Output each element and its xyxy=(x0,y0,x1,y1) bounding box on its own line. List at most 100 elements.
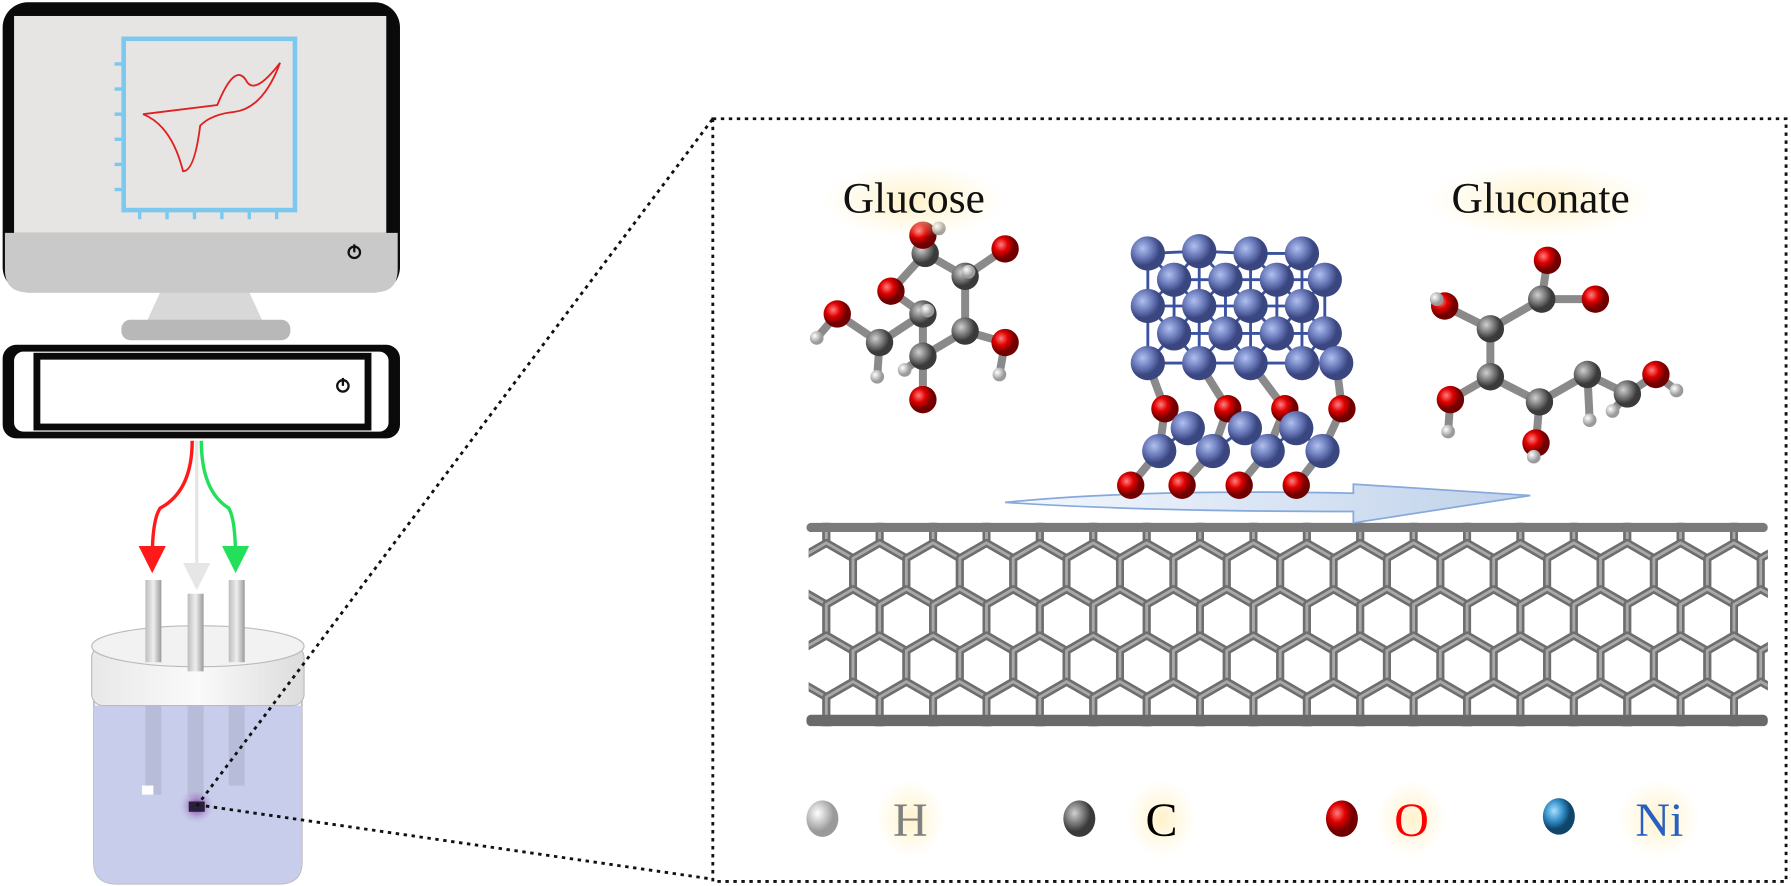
nanotube-hexagon xyxy=(1009,723,1071,727)
electrochemical-cell xyxy=(91,580,305,885)
nanotube-hexagon xyxy=(955,723,1018,727)
electrode-wires xyxy=(138,440,250,591)
nanotube-bottom-edge xyxy=(806,714,1768,727)
oxygen-atom xyxy=(877,277,905,305)
reaction-arrow xyxy=(1005,483,1531,524)
carbon-sphere-icon xyxy=(1063,800,1096,837)
potentiostat-box xyxy=(2,344,400,439)
hydrogen-atom xyxy=(1429,292,1444,306)
carbon-atom xyxy=(1613,380,1642,408)
oxygen-atom xyxy=(1642,360,1670,389)
nickel-atom xyxy=(1307,316,1342,351)
cv-plot xyxy=(114,36,298,220)
wire-green xyxy=(199,440,250,574)
nickel-atom xyxy=(1156,262,1192,297)
hydrogen-atom xyxy=(870,369,885,384)
carbon-nanotube xyxy=(808,497,1791,744)
hydrogen-sphere-icon xyxy=(806,800,839,837)
nanotube-hexagon xyxy=(1787,589,1791,651)
nanotube-hexagon xyxy=(1329,723,1391,727)
nickel-atom xyxy=(1250,433,1285,469)
nickel-atom xyxy=(1305,433,1340,469)
hydrogen-atom xyxy=(809,331,824,345)
nickel-atom xyxy=(1182,234,1217,269)
oxygen-atom xyxy=(909,385,937,414)
nickel-atom xyxy=(1233,288,1268,324)
oxygen-atom xyxy=(1522,429,1550,457)
nickel-atom xyxy=(1284,288,1320,324)
hydrogen-atom xyxy=(1526,449,1541,464)
nanotube-hexagon xyxy=(808,723,858,727)
nickel-atom xyxy=(1170,411,1205,446)
oxygen-atom xyxy=(823,300,851,328)
legend: H C O Ni xyxy=(806,779,1701,858)
legend-item-h: H xyxy=(806,779,945,858)
nanotube-hexagon xyxy=(1596,723,1658,727)
monitor-stand xyxy=(146,292,263,322)
nanotube-hexagon xyxy=(1787,497,1791,559)
oxygen-atom xyxy=(1117,471,1145,499)
nanotube-hexagon xyxy=(1276,723,1338,727)
monitor-chin xyxy=(4,232,398,293)
oxygen-atom xyxy=(1282,471,1310,499)
nickel-atom xyxy=(1233,236,1268,271)
nanotube-hexagon xyxy=(849,723,911,727)
plot-ticks xyxy=(114,62,279,220)
nickel-atom xyxy=(1130,288,1165,324)
nickel-atom xyxy=(1142,433,1177,469)
hydrogen-atom xyxy=(897,363,912,377)
hydrogen-atom xyxy=(920,303,935,318)
legend-item-o: O xyxy=(1325,779,1446,858)
nickel-atom xyxy=(1156,316,1192,351)
oxygen-atom xyxy=(1436,385,1465,414)
nanotube-hexagon xyxy=(1543,723,1605,727)
glucose-label: Glucose xyxy=(843,174,985,222)
hydrogen-atom xyxy=(1605,404,1620,418)
nickel-atom xyxy=(1284,236,1320,271)
nickel-atom xyxy=(1182,288,1217,324)
counter-electrode xyxy=(145,580,162,663)
carbon-atom xyxy=(1476,315,1505,343)
nanotube-top-edge xyxy=(806,522,1768,533)
oxygen-atom xyxy=(1168,471,1196,499)
hydrogen-atom xyxy=(992,367,1007,382)
nickel-oxide-cluster xyxy=(1117,234,1356,499)
legend-item-c: C xyxy=(1063,779,1196,858)
nanotube-hexagon xyxy=(1787,682,1791,744)
oxygen-atom xyxy=(991,328,1019,357)
oxygen-atom xyxy=(1151,395,1179,423)
legend-label-ni: Ni xyxy=(1635,794,1683,847)
nickel-atom xyxy=(1279,411,1314,446)
working-electrode xyxy=(187,593,204,672)
wire-red xyxy=(138,440,194,574)
carbon-atom xyxy=(909,342,937,370)
reference-electrode xyxy=(228,580,245,663)
nickel-atom xyxy=(1259,262,1294,297)
computer-monitor xyxy=(2,2,400,341)
nanotube-hexagon xyxy=(1436,723,1498,727)
carbon-atom xyxy=(951,317,979,345)
monitor-base xyxy=(121,319,291,341)
molecules xyxy=(809,221,1684,499)
nanotube-hexagon xyxy=(1703,723,1765,727)
zoom-indicator xyxy=(195,117,1788,883)
oxygen-atom xyxy=(991,235,1019,263)
plot-frame xyxy=(121,36,298,213)
oxygen-atom xyxy=(1581,285,1610,313)
legend-label-h: H xyxy=(893,794,928,847)
carbon-atom xyxy=(865,328,894,357)
nanotube-hexagon xyxy=(1062,723,1124,727)
nickel-atom xyxy=(1208,262,1243,297)
legend-label-o: O xyxy=(1394,794,1429,847)
nanotube-hexagon xyxy=(1222,723,1285,727)
nickel-atom xyxy=(1195,433,1231,469)
glucose-molecule xyxy=(809,221,1019,414)
nickel-sphere-icon xyxy=(1542,798,1575,835)
carbon-atom xyxy=(1528,285,1556,313)
legend-item-ni: Ni xyxy=(1542,779,1701,858)
nickel-atom xyxy=(1319,345,1354,381)
nickel-atom xyxy=(1182,345,1217,381)
carbon-atom xyxy=(1476,363,1505,391)
nanotube-hexagon xyxy=(1169,723,1231,727)
